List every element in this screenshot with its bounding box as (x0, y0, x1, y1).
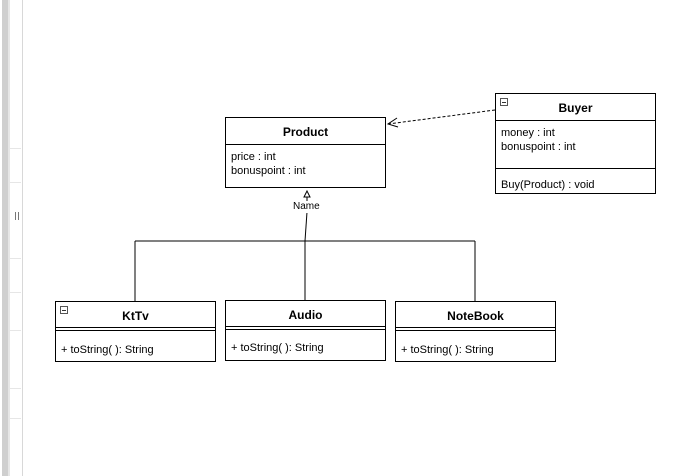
operation: + toString( ): String (401, 344, 494, 356)
dependency-line (387, 109, 496, 125)
class-product[interactable]: Product price : int bonuspoint : int (225, 117, 386, 188)
attribute: bonuspoint : int (231, 165, 306, 177)
compartment-divider (496, 168, 655, 169)
attribute: money : int (501, 127, 555, 139)
attribute: price : int (231, 151, 276, 163)
ruler-tick (10, 388, 21, 389)
collapse-icon[interactable] (500, 98, 508, 106)
attribute-list: money : int bonuspoint : int (501, 126, 576, 154)
compartment-divider (226, 329, 385, 330)
ruler-tick (10, 258, 21, 259)
inheritance-trunk (304, 211, 308, 242)
operation-list: + toString( ): String (231, 341, 324, 355)
ruler-tick (10, 292, 21, 293)
dependency-arrowhead (386, 117, 399, 128)
class-name: KtTv (122, 309, 149, 323)
attribute: bonuspoint : int (501, 141, 576, 153)
compartment-divider (396, 327, 555, 328)
compartment-divider (226, 144, 385, 145)
class-name: Product (282, 125, 329, 139)
attribute-list: price : int bonuspoint : int (231, 150, 306, 178)
class-name: Audio (288, 308, 323, 322)
operation: Buy(Product) : void (501, 179, 595, 191)
compartment-divider (496, 120, 655, 121)
class-audio[interactable]: Audio + toString( ): String (225, 300, 386, 361)
class-name: NoteBook (447, 309, 504, 323)
inheritance-triangle-icon (303, 189, 311, 198)
collapse-icon[interactable] (60, 306, 68, 314)
compartment-divider (56, 327, 215, 328)
operation-list: + toString( ): String (401, 343, 494, 357)
compartment-divider (56, 330, 215, 331)
panel-resize-grip-icon[interactable] (15, 212, 20, 220)
left-panel (0, 0, 23, 476)
scroll-track[interactable] (2, 0, 8, 476)
inheritance-label[interactable]: Name (292, 201, 321, 213)
class-kttv[interactable]: KtTv + toString( ): String (55, 301, 216, 362)
compartment-divider (226, 326, 385, 327)
compartment-divider (396, 330, 555, 331)
operation-list: Buy(Product) : void (501, 178, 595, 192)
class-buyer[interactable]: Buyer money : int bonuspoint : int Buy(P… (495, 93, 656, 194)
ruler-tick (10, 148, 21, 149)
ruler-tick (10, 418, 21, 419)
ruler-tick (10, 182, 21, 183)
operation-list: + toString( ): String (61, 343, 154, 357)
operation: + toString( ): String (61, 344, 154, 356)
class-name: Buyer (558, 101, 593, 115)
ruler-tick (10, 330, 21, 331)
class-notebook[interactable]: NoteBook + toString( ): String (395, 301, 556, 362)
operation: + toString( ): String (231, 342, 324, 354)
panel-divider (8, 0, 10, 476)
